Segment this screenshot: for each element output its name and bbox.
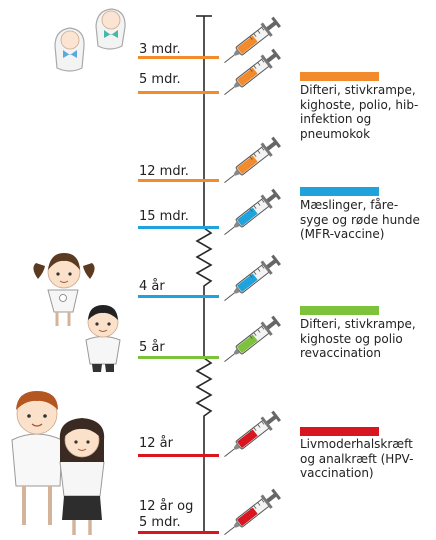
legend-color-bar xyxy=(300,187,379,196)
timeline-tick xyxy=(138,454,219,457)
age-label: 5 mdr. xyxy=(139,72,181,87)
timeline-tick xyxy=(138,356,219,359)
syringe-icon xyxy=(224,410,281,458)
teen-boy-icon xyxy=(11,391,63,525)
legend-color-bar xyxy=(300,72,379,81)
age-label: 12 år og 5 mdr. xyxy=(139,499,194,530)
syringe-icon xyxy=(224,48,281,96)
boy-icon xyxy=(85,305,121,372)
age-label: 5 år xyxy=(139,340,165,355)
teen-girl-icon xyxy=(59,418,105,535)
baby-icon xyxy=(95,8,126,50)
legend-color-bar xyxy=(300,427,379,436)
syringe-icon xyxy=(224,315,281,363)
age-label: 15 mdr. xyxy=(139,209,189,224)
age-label: 3 mdr. xyxy=(139,42,181,57)
age-label: 4 år xyxy=(139,279,165,294)
syringe-icon xyxy=(224,136,281,184)
legend-text: Mæslinger, fåre-syge og røde hunde (MFR-… xyxy=(300,198,420,241)
age-label: 12 år xyxy=(139,436,173,451)
legend-color-bar xyxy=(300,306,379,315)
syringe-icon xyxy=(224,188,281,236)
timeline-tick xyxy=(138,531,219,534)
timeline-tick xyxy=(138,91,219,94)
legend-text: Livmoderhalskræft og analkræft (HPV-vacc… xyxy=(300,437,414,480)
syringe-icon xyxy=(224,488,281,536)
timeline-axis xyxy=(195,16,213,533)
age-label: 12 mdr. xyxy=(139,164,189,179)
girl-icon xyxy=(33,253,95,326)
timeline-tick xyxy=(138,179,219,182)
syringe-icon xyxy=(224,16,281,64)
legend-text: Difteri, stivkrampe, kighoste, polio, hi… xyxy=(300,83,419,141)
legend-text: Difteri, stivkrampe, kighoste og polio r… xyxy=(300,317,416,360)
baby-icon xyxy=(54,27,85,72)
timeline-tick xyxy=(138,56,219,59)
timeline-tick xyxy=(138,295,219,298)
timeline-tick xyxy=(138,226,219,229)
syringe-icon xyxy=(224,254,281,302)
